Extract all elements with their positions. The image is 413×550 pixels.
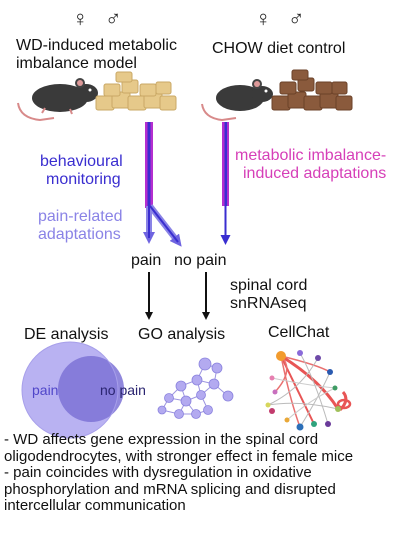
cellchat-nodes (265, 350, 341, 431)
mouse-icon-left (17, 78, 98, 122)
method-label-line2: snRNAseq (230, 295, 306, 312)
conclusion-2: - pain coincides with dysregulation in o… (4, 464, 336, 514)
behaviour-label-line1: behavioural (40, 153, 123, 170)
go-network-nodes (157, 357, 234, 419)
behaviour-label-line2: monitoring (46, 171, 121, 188)
no-pain-group-label: no pain (174, 252, 227, 269)
male-symbol-right: ♂ (288, 6, 305, 31)
chow-diet-pellets-icon (271, 69, 353, 111)
conclusion-1: - WD affects gene expression in the spin… (4, 431, 354, 465)
venn-diagram: pain no pain (21, 341, 146, 439)
go-analysis-title: GO analysis (138, 326, 225, 343)
pain-adaptations-line1: pain-related (38, 208, 123, 225)
wd-diet-pellets-icon (95, 71, 177, 111)
female-symbol-left: ♀ (72, 6, 89, 31)
pain-adaptations-line2: adaptations (38, 226, 121, 243)
metabolic-label-line1: metabolic imbalance- (235, 147, 386, 164)
female-symbol-right: ♀ (255, 6, 272, 31)
pain-group-label: pain (131, 252, 161, 269)
chow-timeline-arrow (220, 122, 231, 245)
venn-no-pain-label: no pain (100, 382, 146, 398)
cellchat-network-icon (267, 352, 352, 428)
mouse-icon-right (201, 79, 273, 122)
conclusions: - WD affects gene expression in the spin… (4, 431, 409, 515)
metabolic-label-line2: induced adaptations (243, 165, 386, 182)
wd-model-title-line2: imbalance model (16, 55, 137, 72)
chow-title: CHOW diet control (212, 40, 345, 57)
male-symbol-left: ♂ (105, 6, 122, 31)
cellchat-title: CellChat (268, 324, 330, 341)
venn-pain-label: pain (32, 382, 58, 398)
method-label-line1: spinal cord (230, 277, 307, 294)
wd-timeline-arrow (145, 122, 153, 208)
de-analysis-title: DE analysis (24, 326, 108, 343)
wd-model-title-line1: WD-induced metabolic (16, 37, 177, 54)
